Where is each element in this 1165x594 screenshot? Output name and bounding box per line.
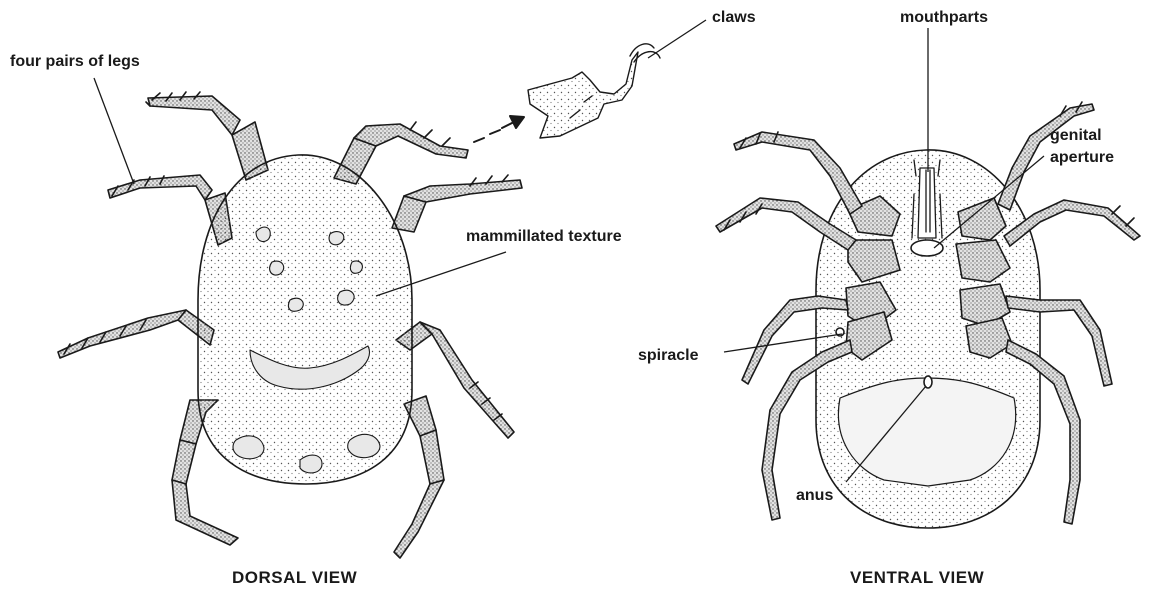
caption-dorsal-view: DORSAL VIEW [232,568,357,588]
leader-four-pairs-of-legs [94,78,134,184]
caption-ventral-view: VENTRAL VIEW [850,568,984,588]
label-mammillated-texture: mammillated texture [466,227,622,246]
dorsal-leg-right-2 [392,175,522,232]
genital-aperture [911,240,943,256]
label-mouthparts: mouthparts [900,8,988,27]
label-anus: anus [796,486,833,505]
ventral-anal-plate [838,378,1015,486]
leader-claws [648,20,706,58]
label-claws: claws [712,8,756,27]
dorsal-view [58,44,660,558]
dorsal-leg-left-3 [58,310,214,358]
claw-detail [528,44,660,138]
label-genital: genital [1050,126,1102,145]
dorsal-leg-left-1 [146,92,268,180]
dorsal-body [198,155,412,484]
label-spiracle: spiracle [638,346,698,365]
label-four-pairs-of-legs: four pairs of legs [10,52,140,71]
label-aperture: aperture [1050,148,1114,167]
detail-arrow [474,116,524,142]
